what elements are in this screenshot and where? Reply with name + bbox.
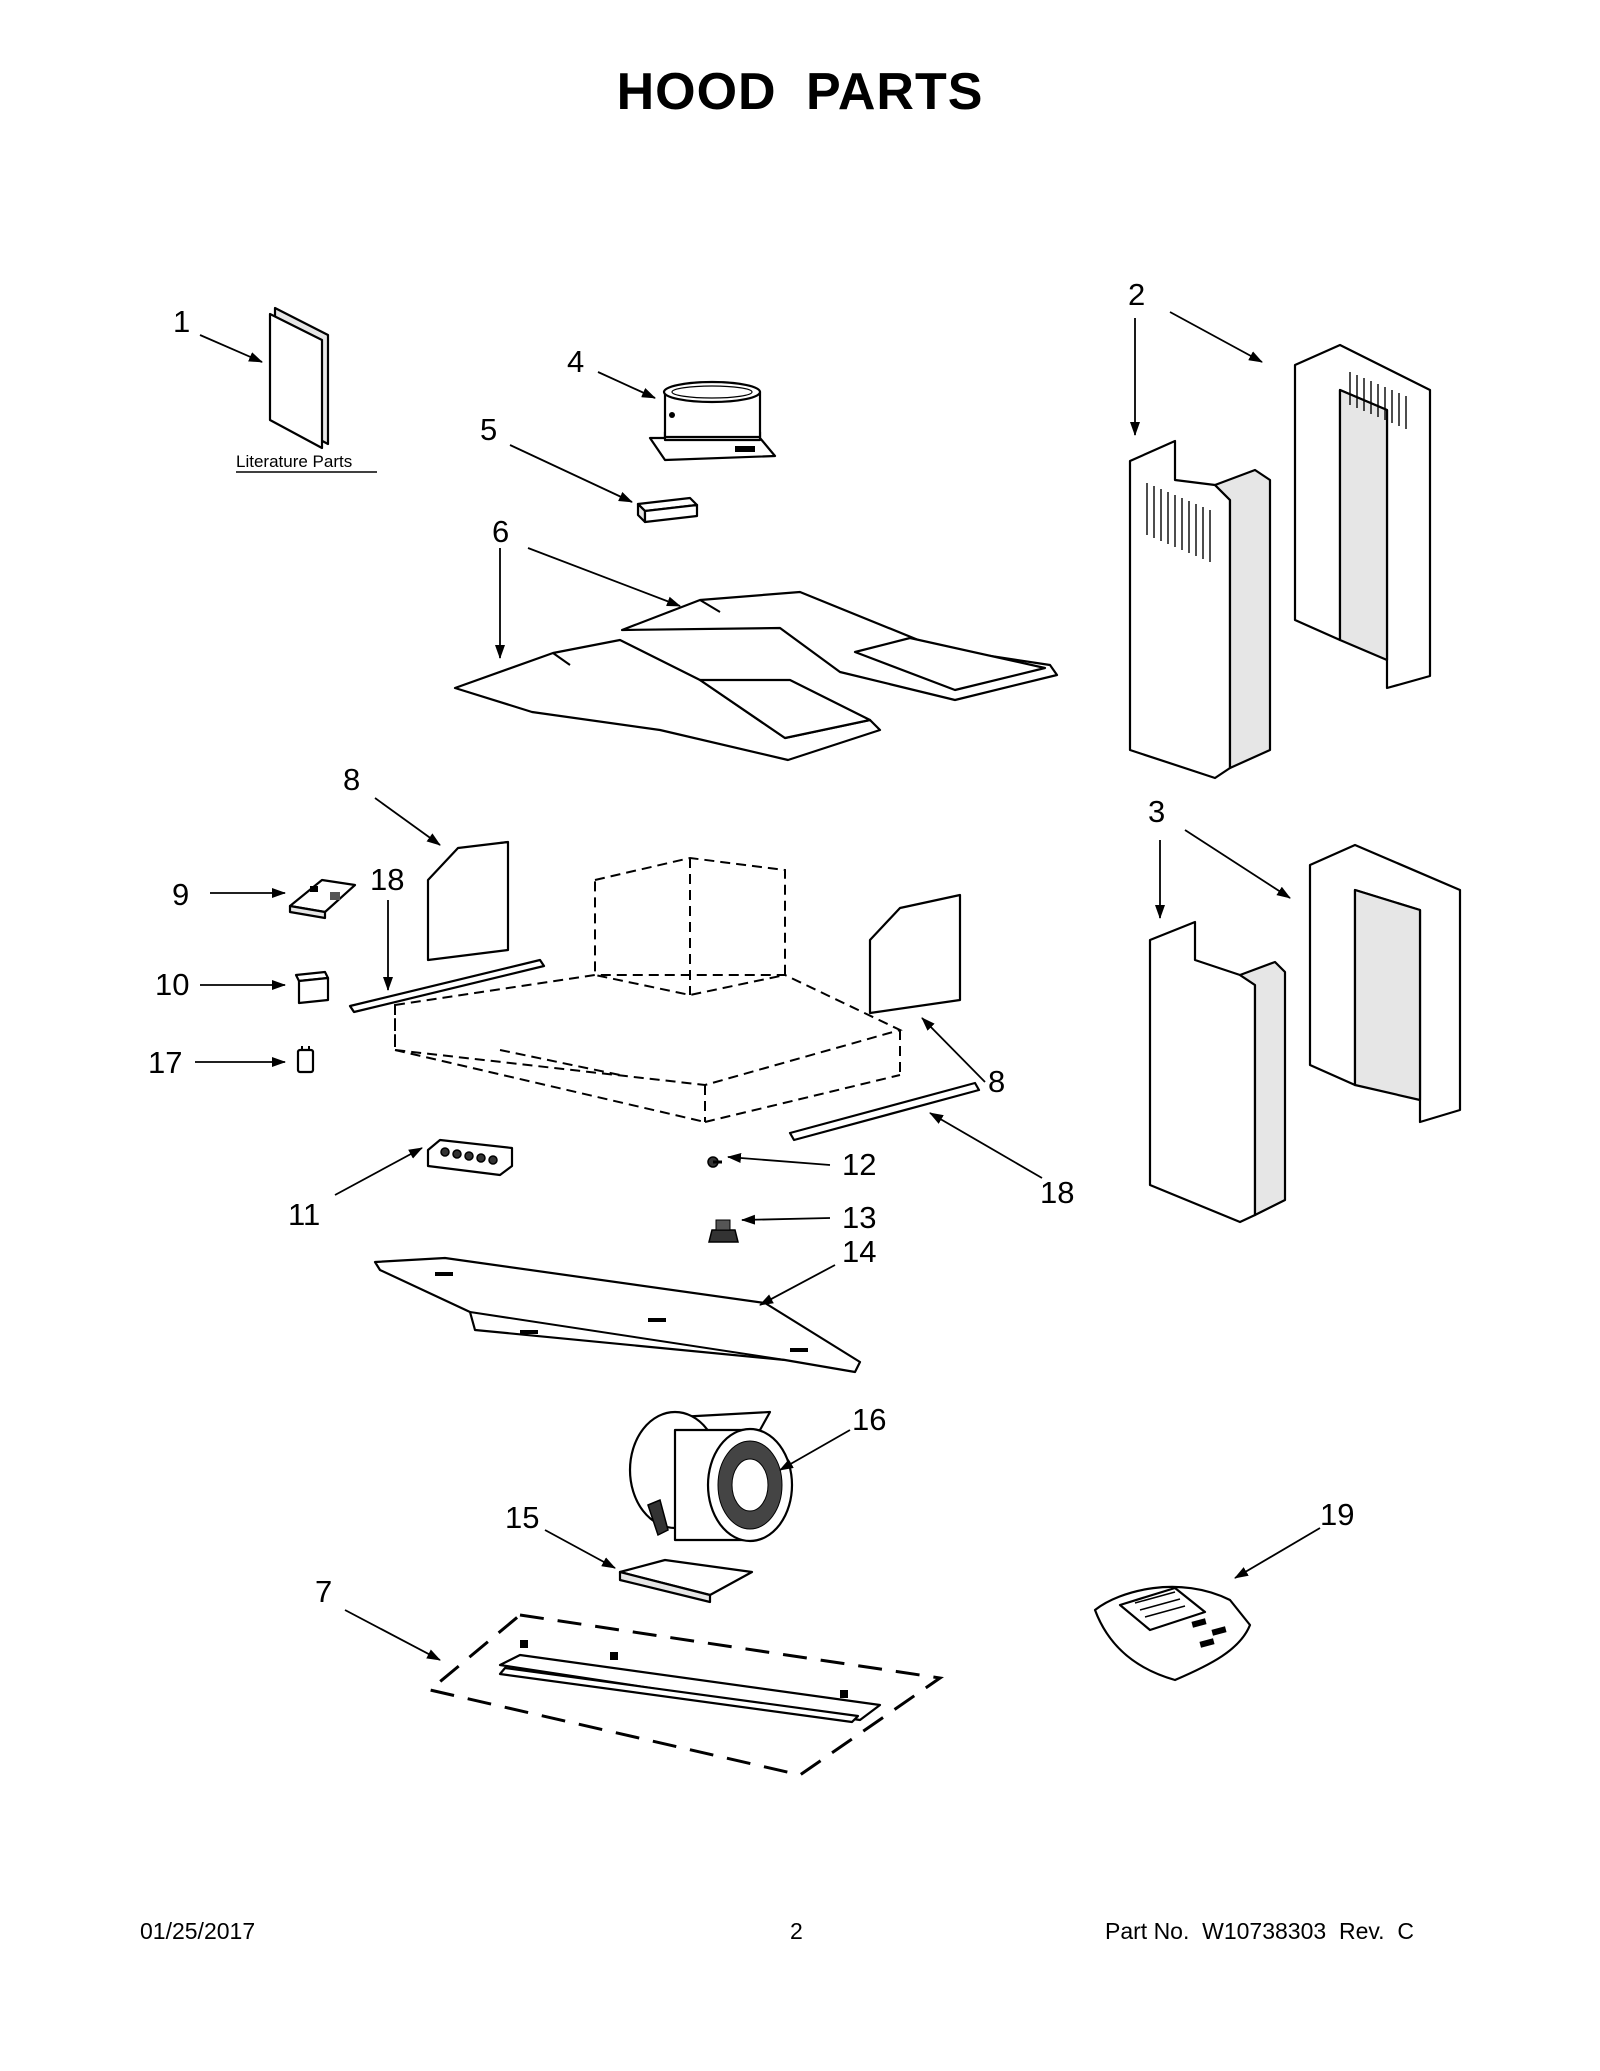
capacitor-part-17[interactable] [296, 1046, 315, 1074]
blower-part-16[interactable] [628, 1410, 794, 1543]
vent-grille-upper-front [1146, 483, 1211, 562]
callout-labels: 1 2 3 4 5 6 7 8 8 9 10 11 12 13 14 15 16… [148, 277, 1354, 1609]
duct-connector-part-4[interactable] [648, 380, 777, 462]
callout-2: 2 [1128, 277, 1145, 312]
upper-duct-cover-part-2[interactable] [1128, 343, 1432, 780]
leader-arrows [195, 311, 1321, 1661]
side-panel-right-part-8[interactable] [868, 893, 962, 1015]
lower-duct-cover-part-3[interactable] [1148, 843, 1462, 1224]
callout-16: 16 [852, 1402, 886, 1437]
literature-parts-label[interactable]: Literature Parts [236, 452, 352, 471]
callout-15: 15 [505, 1500, 539, 1535]
top-cover-part-6[interactable] [453, 590, 1059, 762]
side-panel-left-part-8[interactable] [426, 840, 510, 962]
grease-filter-part-15[interactable] [618, 1558, 754, 1604]
filter-frame-part-14[interactable] [373, 1256, 862, 1374]
callout-10: 10 [155, 967, 189, 1002]
callout-18-left: 18 [370, 862, 404, 897]
hood-body [394, 856, 903, 1123]
callout-3: 3 [1148, 794, 1165, 829]
callout-8-left: 8 [343, 762, 360, 797]
callout-18-right: 18 [1040, 1175, 1074, 1210]
footer-part-number: Part No. W10738303 Rev. C [1105, 1918, 1414, 1944]
page-title: HOOD PARTS [616, 63, 984, 121]
callout-5: 5 [480, 412, 497, 447]
callout-19: 19 [1320, 1497, 1354, 1532]
callout-12: 12 [842, 1147, 876, 1182]
callout-1: 1 [173, 304, 190, 339]
callout-13: 13 [842, 1200, 876, 1235]
control-board-part-9[interactable] [288, 878, 357, 920]
vent-grille-upper-back [1349, 372, 1407, 429]
trim-strip-left-part-18[interactable] [348, 958, 546, 1014]
callout-7: 7 [315, 1574, 332, 1609]
manual-packet-part-19[interactable] [1093, 1585, 1252, 1682]
callout-14: 14 [842, 1234, 876, 1269]
trim-strip-right-part-18[interactable] [788, 1081, 981, 1142]
footer-page-number: 2 [790, 1918, 803, 1944]
callout-8-right: 8 [988, 1064, 1005, 1099]
callout-17: 17 [148, 1045, 182, 1080]
literature-part-1[interactable]: Literature Parts [236, 306, 377, 473]
callout-11: 11 [288, 1197, 320, 1232]
terminal-box-part-5[interactable] [636, 496, 699, 524]
light-panel-part-7[interactable] [426, 1613, 944, 1777]
control-panel-part-11[interactable] [426, 1138, 514, 1177]
screw-part-12[interactable] [707, 1156, 722, 1168]
knob-part-13[interactable] [708, 1219, 739, 1243]
relay-part-10[interactable] [294, 970, 330, 1005]
footer-date: 01/25/2017 [140, 1918, 256, 1944]
callout-6: 6 [492, 514, 509, 549]
callout-9: 9 [172, 877, 189, 912]
callout-4: 4 [567, 344, 584, 379]
